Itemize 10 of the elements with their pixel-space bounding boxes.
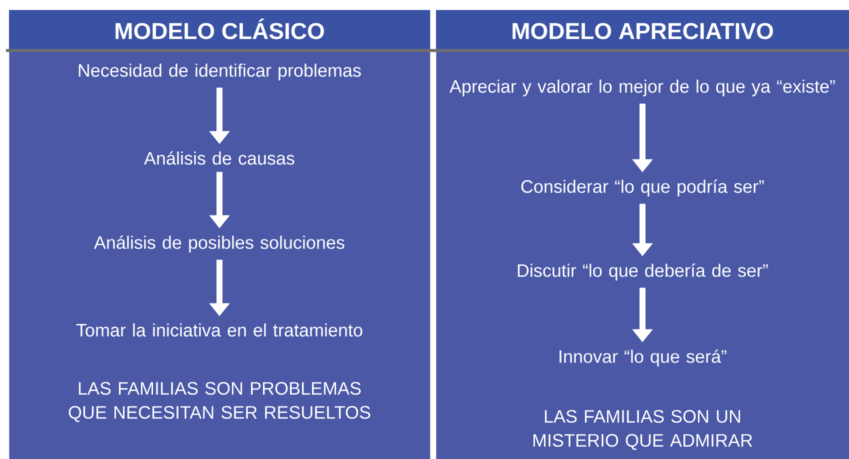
step-text: Innovar “lo que será”: [560, 350, 726, 366]
step-text: Análisis de posibles soluciones: [94, 236, 344, 252]
step-text: Tomar la iniciativa en el tratamiento: [76, 323, 362, 337]
step-text: Análisis de causas: [144, 151, 294, 165]
step-text: Considerar “lo que podría ser”: [521, 180, 764, 196]
step-text: Necesidad de identificar problemas: [78, 64, 361, 80]
step-text: Discutir “lo que debería de ser”: [518, 264, 768, 280]
step-text: LAS FAMILIAS SON UN MISTERIO QUE ADMIRAR: [533, 410, 752, 450]
step-text: Apreciar y valorar lo mejor de lo que ya “existe”: [449, 80, 835, 96]
step-text: LAS FAMILIAS SON PROBLEMAS QUE NECESITAN SER RESUELTOS: [68, 382, 370, 422]
